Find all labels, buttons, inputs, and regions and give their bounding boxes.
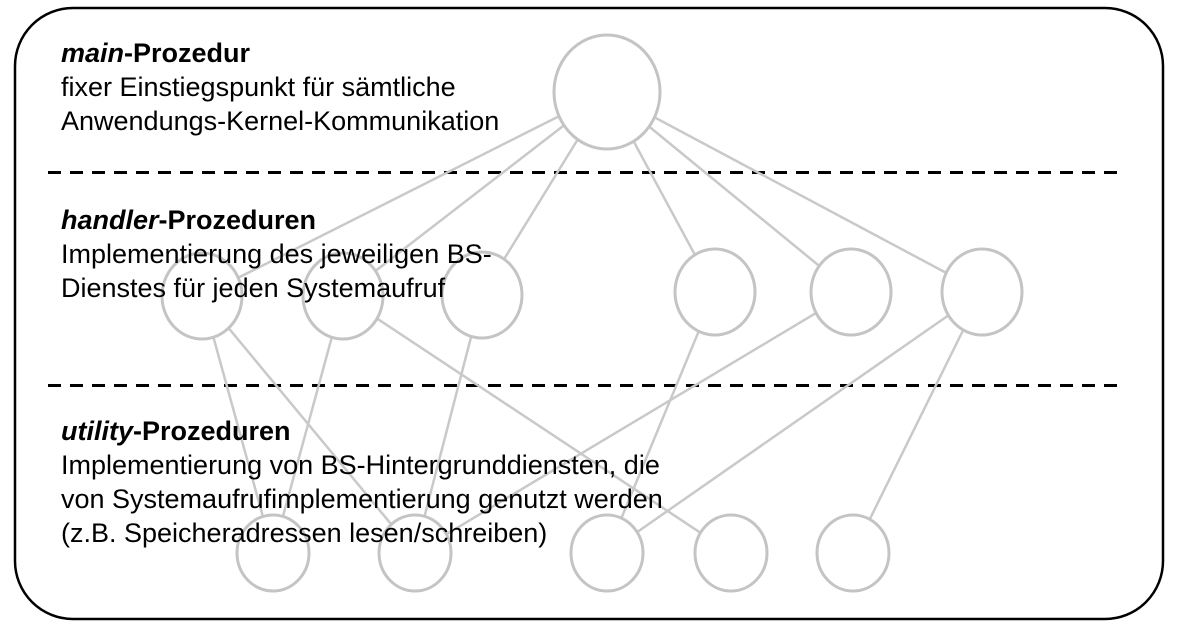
edge-main-handler-6 xyxy=(653,116,947,275)
node-handler-5 xyxy=(809,247,893,337)
edge-main-handler-2 xyxy=(374,124,565,272)
edge-handler-1-utility-2 xyxy=(227,327,393,526)
outer-rounded-border xyxy=(13,6,1165,621)
edge-handler-3-utility-2 xyxy=(423,336,473,517)
section-title-rest: -Prozedur xyxy=(124,38,251,68)
node-utility-1 xyxy=(235,513,311,593)
node-handler-4 xyxy=(673,247,757,337)
section-description-line: Implementierung des jeweiligen BS- xyxy=(61,239,492,269)
section-title: utility-Prozeduren xyxy=(61,414,663,448)
edge-handler-4-utility-3 xyxy=(620,330,700,519)
section-title-italic: main xyxy=(61,38,125,68)
edge-handler-2-utility-1 xyxy=(281,336,334,517)
node-handler-1 xyxy=(160,251,244,341)
edges-group xyxy=(212,115,965,536)
section-description-line: Dienstes für jeden Systemaufruf xyxy=(61,273,446,303)
edge-main-handler-4 xyxy=(632,140,696,256)
section-title-italic: handler xyxy=(61,205,159,235)
node-utility-3 xyxy=(569,513,645,593)
node-handler-2 xyxy=(301,251,385,341)
section-description-line: von Systemaufrufimplementierung genutzt … xyxy=(61,484,663,514)
section-utility-label: utility-Prozeduren Implementierung von B… xyxy=(61,414,663,550)
edge-main-handler-5 xyxy=(648,125,820,267)
section-handler-label: handler-Prozeduren Implementierung des j… xyxy=(61,203,492,305)
section-title-rest: -Prozeduren xyxy=(133,416,291,446)
node-utility-2 xyxy=(377,513,453,593)
node-utility-5 xyxy=(815,513,891,593)
edge-main-handler-3 xyxy=(503,138,579,260)
edge-handler-6-utility-3 xyxy=(636,314,950,534)
node-main xyxy=(552,33,662,151)
edge-main-handler-1 xyxy=(237,115,560,279)
section-title: handler-Prozeduren xyxy=(61,203,492,237)
section-title: main-Prozedur xyxy=(61,36,499,70)
nodes-group xyxy=(160,33,1024,593)
node-handler-6 xyxy=(940,247,1024,337)
section-title-italic: utility xyxy=(61,416,133,446)
section-description-line: Implementierung von BS-Hintergrunddienst… xyxy=(61,450,660,480)
edge-handler-1-utility-1 xyxy=(212,336,265,517)
edge-handler-6-utility-5 xyxy=(868,329,965,520)
section-description-line: Anwendungs-Kernel-Kommunikation xyxy=(61,106,500,136)
node-handler-3 xyxy=(440,250,524,340)
section-title-rest: -Prozeduren xyxy=(158,205,317,235)
section-description-line: fixer Einstiegspunkt für sämtliche xyxy=(61,72,456,102)
edge-handler-5-utility-2 xyxy=(445,311,817,536)
node-utility-4 xyxy=(693,513,769,593)
edge-handler-2-utility-4 xyxy=(376,317,702,534)
section-description-line: (z.B. Speicheradressen lesen/schreiben) xyxy=(61,518,548,548)
section-main-label: main-Prozedur fixer Einstiegspunkt für s… xyxy=(61,36,499,138)
